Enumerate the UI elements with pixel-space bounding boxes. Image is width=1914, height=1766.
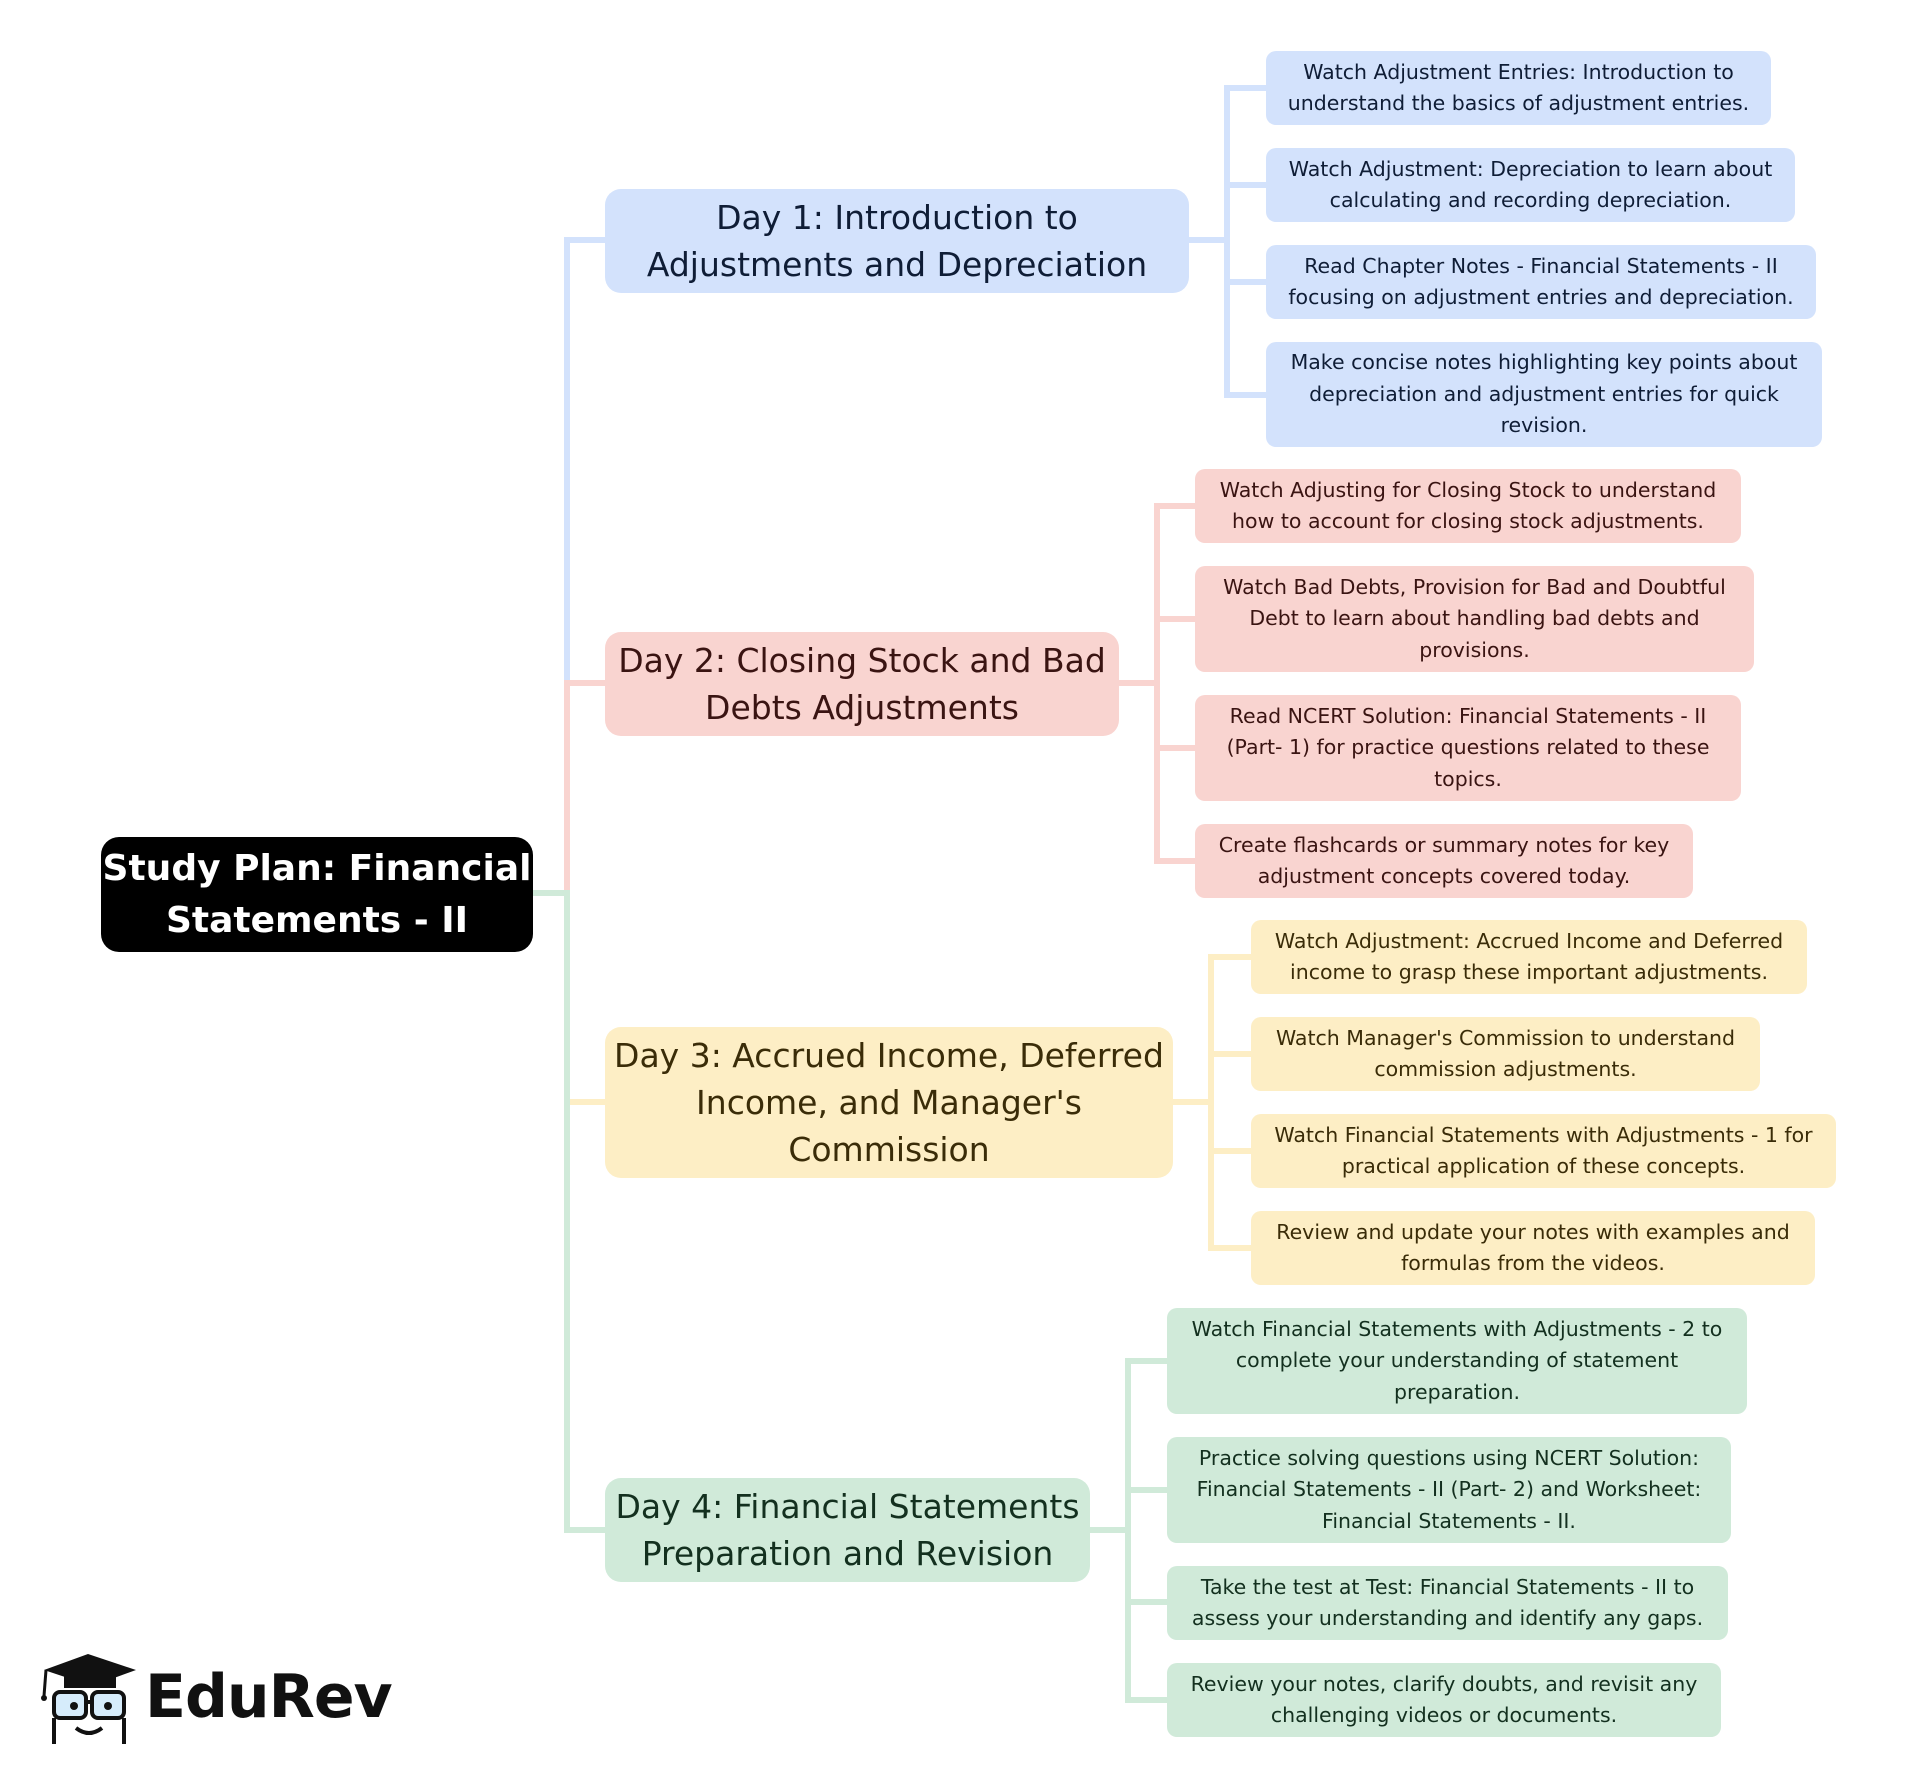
- day-2-task-3: Read NCERT Solution: Financial Statement…: [1195, 695, 1741, 801]
- root-to-day4-connector: [532, 890, 605, 1533]
- logo-text: EduRev: [145, 1662, 393, 1732]
- day-2-task-2: Watch Bad Debts, Provision for Bad and D…: [1195, 566, 1754, 672]
- day-2-title: Day 2: Closing Stock and Bad Debts Adjus…: [618, 641, 1106, 727]
- day-3-title: Day 3: Accrued Income, Deferred Income, …: [614, 1036, 1164, 1169]
- root-to-day2-connector: [532, 680, 605, 896]
- day-1-task-3: Read Chapter Notes - Financial Statement…: [1266, 245, 1816, 319]
- day-1-node: Day 1: Introduction to Adjustments and D…: [605, 189, 1189, 293]
- day1-connectors: [1188, 85, 1266, 398]
- day-1-task-2: Watch Adjustment: Depreciation to learn …: [1266, 148, 1795, 222]
- day-3-task-1: Watch Adjustment: Accrued Income and Def…: [1251, 920, 1807, 994]
- day-3-task-3: Watch Financial Statements with Adjustme…: [1251, 1114, 1836, 1188]
- day4-connectors: [1089, 1358, 1167, 1703]
- day-2-task-4: Create flashcards or summary notes for k…: [1195, 824, 1693, 898]
- day-4-task-2: Practice solving questions using NCERT S…: [1167, 1437, 1731, 1543]
- day-4-task-4: Review your notes, clarify doubts, and r…: [1167, 1663, 1721, 1737]
- day-2-task-1: Watch Adjusting for Closing Stock to und…: [1195, 469, 1741, 543]
- root-node: Study Plan: Financial Statements - II: [101, 837, 533, 952]
- day-2-node: Day 2: Closing Stock and Bad Debts Adjus…: [605, 632, 1119, 736]
- day-4-task-1: Watch Financial Statements with Adjustme…: [1167, 1308, 1747, 1414]
- day-4-task-3: Take the test at Test: Financial Stateme…: [1167, 1566, 1728, 1640]
- day-3-node: Day 3: Accrued Income, Deferred Income, …: [605, 1027, 1173, 1178]
- day-4-title: Day 4: Financial Statements Preparation …: [615, 1487, 1080, 1573]
- day-1-title: Day 1: Introduction to Adjustments and D…: [646, 198, 1148, 284]
- day2-connectors: [1118, 503, 1195, 864]
- root-title: Study Plan: Financial Statements - II: [102, 847, 532, 941]
- day-4-node: Day 4: Financial Statements Preparation …: [605, 1478, 1090, 1582]
- day-1-task-4: Make concise notes highlighting key poin…: [1266, 342, 1822, 447]
- edurev-logo-icon: [41, 1654, 136, 1744]
- day-3-task-2: Watch Manager's Commission to understand…: [1251, 1017, 1760, 1091]
- day-1-task-1: Watch Adjustment Entries: Introduction t…: [1266, 51, 1771, 125]
- day3-connectors: [1172, 954, 1251, 1251]
- day-3-task-4: Review and update your notes with exampl…: [1251, 1211, 1815, 1285]
